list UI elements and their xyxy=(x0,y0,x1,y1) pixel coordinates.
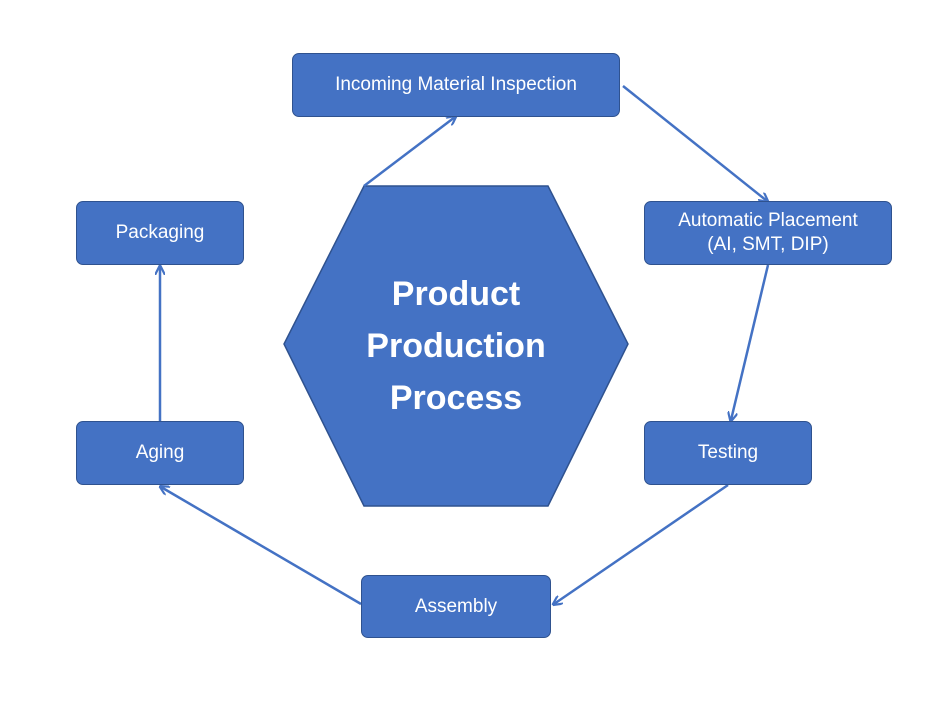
center-title: Product Production Process xyxy=(366,275,546,417)
arrow-assembly-to-aging xyxy=(161,487,362,606)
step-label: Testing xyxy=(697,442,759,463)
step-label: Automatic Placement (AI, SMT, DIP) xyxy=(678,210,858,255)
center-hexagon xyxy=(283,185,629,507)
step-automatic-placement: Automatic Placement (AI, SMT, DIP) xyxy=(644,201,892,265)
arrow-placement-to-testing xyxy=(731,264,770,420)
step-packaging: Packaging xyxy=(76,201,244,265)
step-label: Packaging xyxy=(115,222,205,243)
step-incoming-material-inspection: Incoming Material Inspection xyxy=(292,53,620,117)
step-label: Aging xyxy=(135,442,185,463)
step-testing: Testing xyxy=(644,421,812,485)
arrow-testing-to-assembly xyxy=(554,483,729,604)
step-assembly: Assembly xyxy=(361,575,551,638)
arrow-incoming-to-placement xyxy=(622,85,767,201)
step-label: Incoming Material Inspection xyxy=(335,74,577,95)
arrow-center-to-incoming xyxy=(363,117,455,187)
step-label: Assembly xyxy=(414,595,498,617)
step-aging: Aging xyxy=(76,421,244,485)
